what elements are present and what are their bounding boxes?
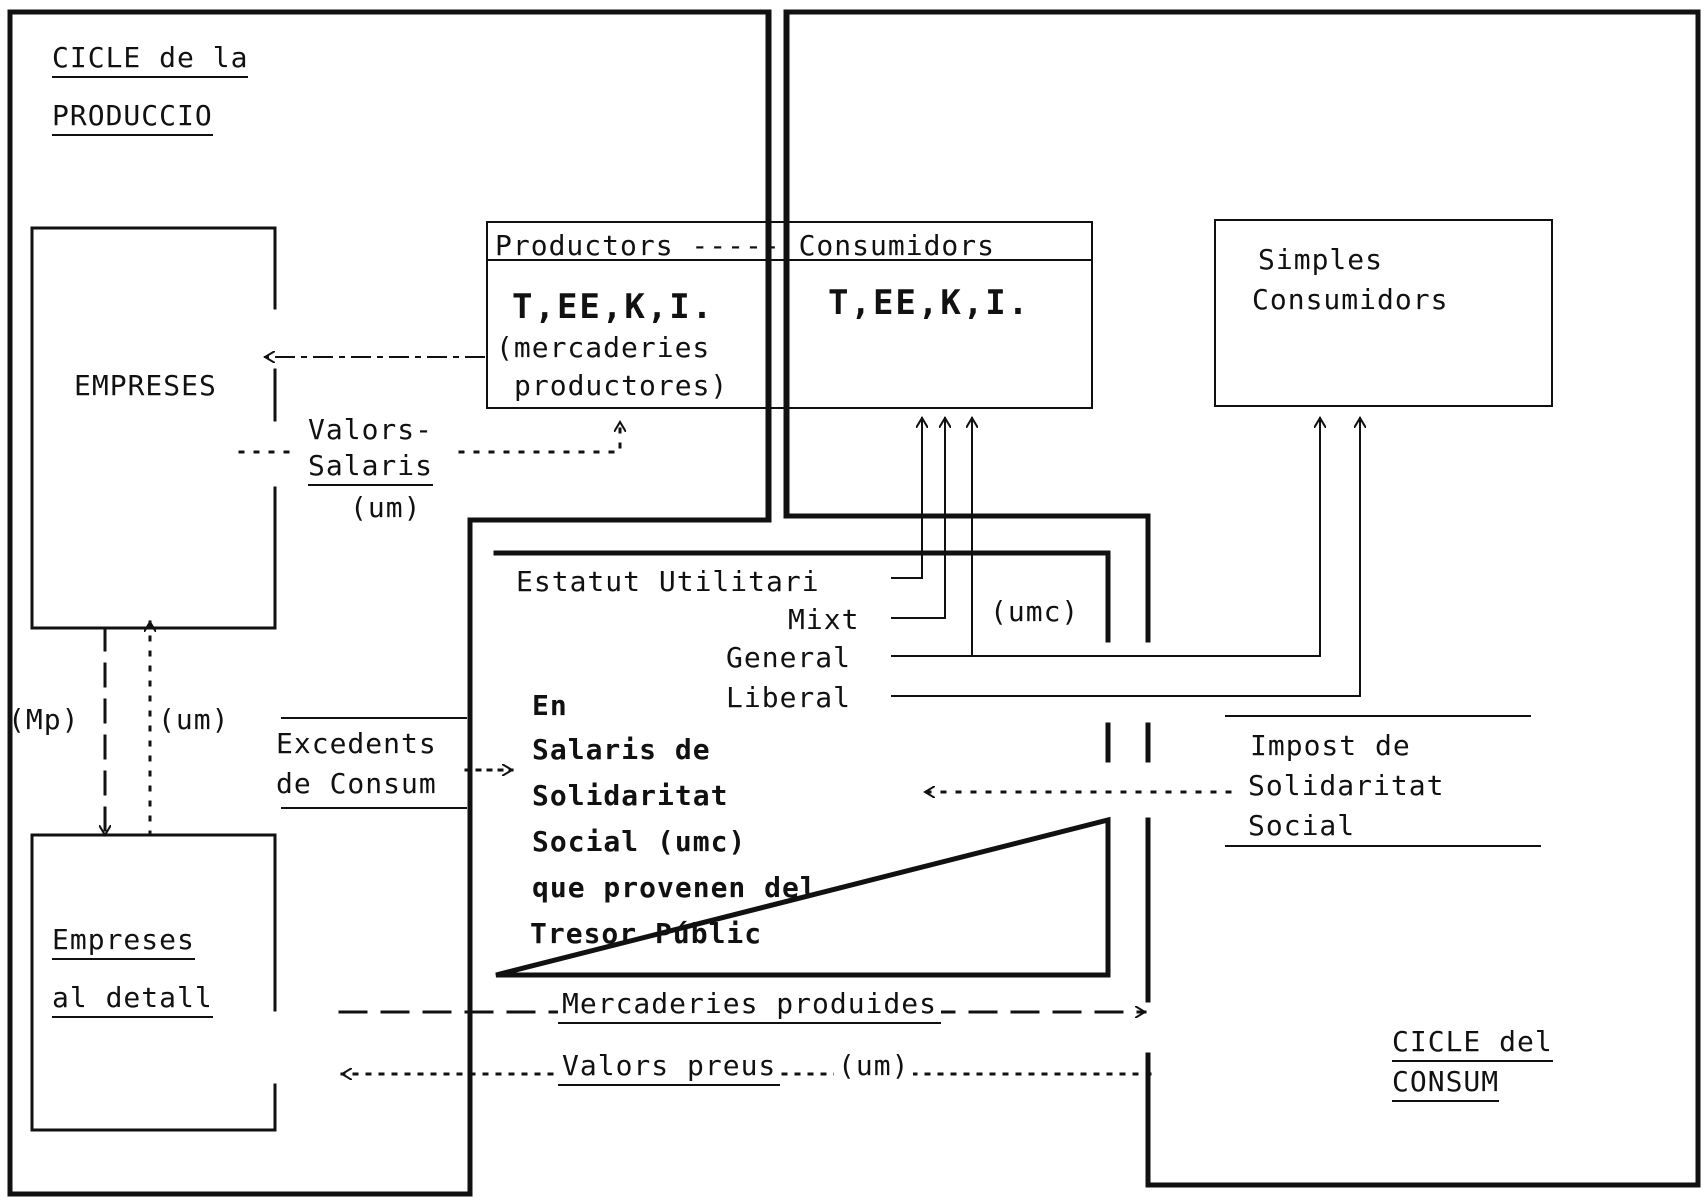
producers-note-1: (mercaderies	[496, 331, 711, 364]
retail-box	[30, 833, 277, 1132]
statute-mixt: Mixt	[788, 603, 860, 636]
solidarity-box	[493, 550, 1111, 643]
retail-label-1: Empreses	[52, 926, 195, 960]
producers-note-2: productores)	[514, 369, 729, 402]
simple-consumers-label-2: Consumidors	[1252, 283, 1449, 316]
consumption-cycle-frame	[783, 9, 1701, 1188]
wages-label-1: Valors-	[308, 413, 434, 446]
producers-consumers-header: Productors ----- Consumidors	[495, 229, 996, 262]
um-label: (um)	[158, 703, 230, 736]
empreses-box	[30, 226, 277, 630]
production-cycle-title-1: CICLE de la	[52, 44, 249, 78]
solidarity-tax-line-1: Impost de	[1250, 729, 1411, 762]
solidarity-wages-line-5: que provenen del	[532, 871, 818, 904]
solidarity-tax-line-3: Social	[1248, 809, 1356, 842]
solidarity-tax-line-2: Solidaritat	[1248, 769, 1445, 802]
retail-label-2: al detall	[52, 984, 213, 1018]
simple-consumers-box	[1214, 219, 1553, 407]
statute-utilitari: Estatut Utilitari	[516, 565, 820, 598]
solidarity-wages-line-6: Tresor Públic	[530, 917, 763, 950]
solidarity-wages-line-1: En	[532, 689, 568, 722]
producers-consumers-box	[486, 221, 1093, 409]
producers-code: T,EE,K,I.	[512, 287, 715, 327]
production-cycle-title-2: PRODUCCIO	[52, 102, 213, 136]
consumption-cycle-title-2: CONSUM	[1392, 1068, 1500, 1102]
statute-umc: (umc)	[990, 595, 1080, 628]
statute-liberal: Liberal	[726, 681, 852, 714]
wages-label-2: Salaris	[308, 452, 434, 486]
consumption-cycle-title-1: CICLE del	[1392, 1028, 1553, 1062]
mp-label: (Mp)	[8, 703, 80, 736]
solidarity-wages-line-2: Salaris de	[532, 733, 711, 766]
surplus-label-1: Excedents	[276, 727, 437, 760]
price-flow-label: Valors preus	[558, 1052, 781, 1086]
price-flow-unit: (um)	[834, 1052, 914, 1080]
simple-consumers-label-1: Simples	[1258, 243, 1384, 276]
statute-general: General	[726, 641, 852, 674]
goods-flow-label: Mercaderies produides	[558, 990, 942, 1024]
wages-unit: (um)	[350, 491, 422, 524]
consumers-code: T,EE,K,I.	[828, 283, 1031, 323]
solidarity-wages-line-4: Social (umc)	[532, 825, 747, 858]
surplus-label-2: de Consum	[276, 767, 437, 800]
empreses-label: EMPRESES	[74, 369, 217, 402]
solidarity-wages-line-3: Solidaritat	[532, 779, 729, 812]
